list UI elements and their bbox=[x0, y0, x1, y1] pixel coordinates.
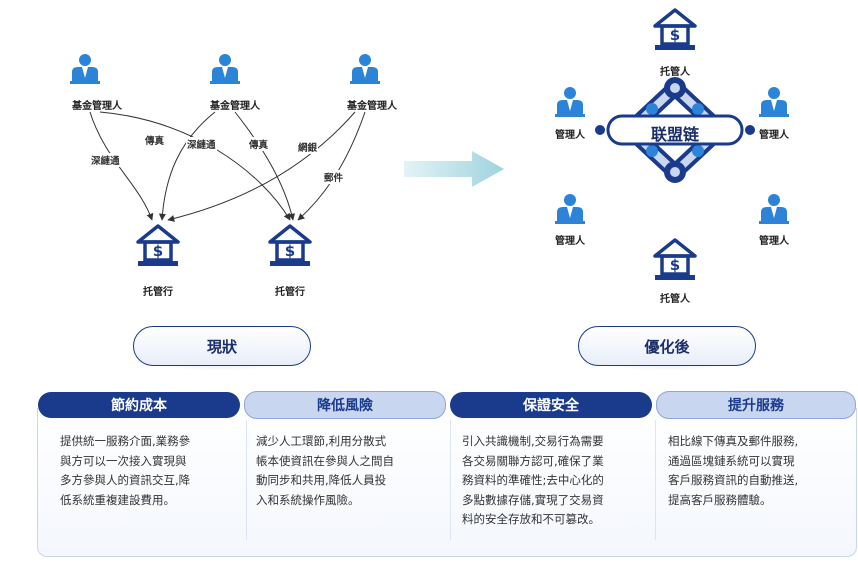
column-divider bbox=[450, 420, 451, 540]
benefit-header-cost: 節約成本 bbox=[38, 392, 240, 418]
text-line: 減少人工環節,利用分散式 bbox=[256, 434, 387, 448]
custodian-bank-icon bbox=[136, 224, 180, 268]
text-line: 與方可以一次接入實現與 bbox=[60, 453, 187, 468]
manager-label: 管理人 bbox=[555, 130, 585, 141]
manager-label: 管理人 bbox=[759, 236, 789, 247]
transition-arrow-icon bbox=[404, 151, 504, 187]
benefits-panel bbox=[37, 408, 857, 557]
text-line: 提高客戶服務體驗。 bbox=[668, 492, 772, 507]
custodian-icon bbox=[653, 238, 697, 282]
custodian-bank-icon bbox=[268, 224, 312, 268]
text-line: 帳本使資訊在參與人之間自 bbox=[256, 453, 394, 468]
text-line: 多方參與人的資訊交互,降 bbox=[60, 473, 191, 487]
benefit-header-service: 提升服務 bbox=[656, 391, 856, 419]
manager-icon bbox=[759, 87, 789, 117]
benefit-text-service: 相比線下傳真及郵件服務, 通過區塊鏈系統可以實現 客戶服務資訊的自動推送, 提高… bbox=[668, 432, 848, 510]
manager-icon bbox=[555, 87, 585, 117]
channel-edges bbox=[89, 111, 366, 222]
channel-label: 深縺通 bbox=[186, 137, 217, 151]
fund-manager-label: 基金管理人 bbox=[210, 101, 260, 112]
text-line: 客戶服務資訊的自動推送, bbox=[668, 473, 799, 487]
channel-label: 郵件 bbox=[323, 170, 345, 184]
benefit-text-security: 引入共識機制,交易行為需要 各交易關聯方認可,確保了業 務資料的準確性;去中心化… bbox=[462, 432, 650, 530]
fund-manager-icon bbox=[210, 54, 240, 84]
optimized-diagram: $ bbox=[555, 8, 789, 282]
text-line: 各交易關聯方認可,確保了業 bbox=[462, 453, 604, 468]
current-state-diagram: $ bbox=[70, 54, 380, 268]
optimized-state-pill: 優化後 bbox=[578, 326, 756, 366]
column-divider bbox=[655, 420, 656, 540]
fund-manager-icon bbox=[350, 54, 380, 84]
text-line: 低系統重複建設費用。 bbox=[60, 492, 175, 507]
fund-manager-icon bbox=[70, 54, 100, 84]
alliance-chain-icon bbox=[595, 77, 755, 183]
text-line: 引入共識機制,交易行為需要 bbox=[462, 434, 604, 448]
text-line: 務資料的準確性;去中心化的 bbox=[462, 473, 604, 487]
fund-manager-label: 基金管理人 bbox=[72, 101, 122, 112]
benefit-text-risk: 減少人工環節,利用分散式 帳本使資訊在參與人之間自 動同步和共用,降低人員投 入… bbox=[256, 432, 442, 510]
manager-icon bbox=[759, 194, 789, 224]
custodian-label: 托管行 bbox=[143, 287, 173, 298]
manager-icon bbox=[555, 194, 585, 224]
benefit-header-risk: 降低風險 bbox=[244, 391, 446, 419]
text-line: 入和系統操作風險。 bbox=[256, 492, 360, 507]
channel-label: 網銀 bbox=[297, 140, 319, 154]
text-line: 通過區塊鏈系統可以實現 bbox=[668, 453, 795, 468]
benefit-text-cost: 提供統一服務介面,業務參 與方可以一次接入實現與 多方參與人的資訊交互,降 低系… bbox=[60, 432, 240, 510]
manager-label: 管理人 bbox=[759, 130, 789, 141]
text-line: 提供統一服務介面,業務參 bbox=[60, 434, 191, 448]
channel-label: 深縺通 bbox=[90, 153, 121, 167]
text-line: 相比線下傳真及郵件服務, bbox=[668, 434, 799, 448]
channel-label: 傳真 bbox=[248, 137, 270, 151]
text-line: 料的安全存放和不可篡改。 bbox=[462, 512, 600, 526]
channel-label: 傳真 bbox=[144, 133, 166, 147]
benefit-header-security: 保證安全 bbox=[450, 392, 652, 418]
current-state-pill: 現狀 bbox=[133, 326, 311, 366]
manager-label: 管理人 bbox=[555, 236, 585, 247]
text-line: 動同步和共用,降低人員投 bbox=[256, 473, 387, 487]
custodian-label: 托管人 bbox=[660, 67, 690, 78]
custodian-label: 托管行 bbox=[275, 287, 305, 298]
custodian-label: 托管人 bbox=[660, 294, 690, 305]
hub-label: 联盟链 bbox=[650, 125, 700, 144]
fund-manager-label: 基金管理人 bbox=[347, 101, 397, 112]
text-line: 多點數據存儲,實現了交易資 bbox=[462, 492, 604, 507]
column-divider bbox=[246, 420, 247, 540]
custodian-icon bbox=[653, 8, 697, 52]
